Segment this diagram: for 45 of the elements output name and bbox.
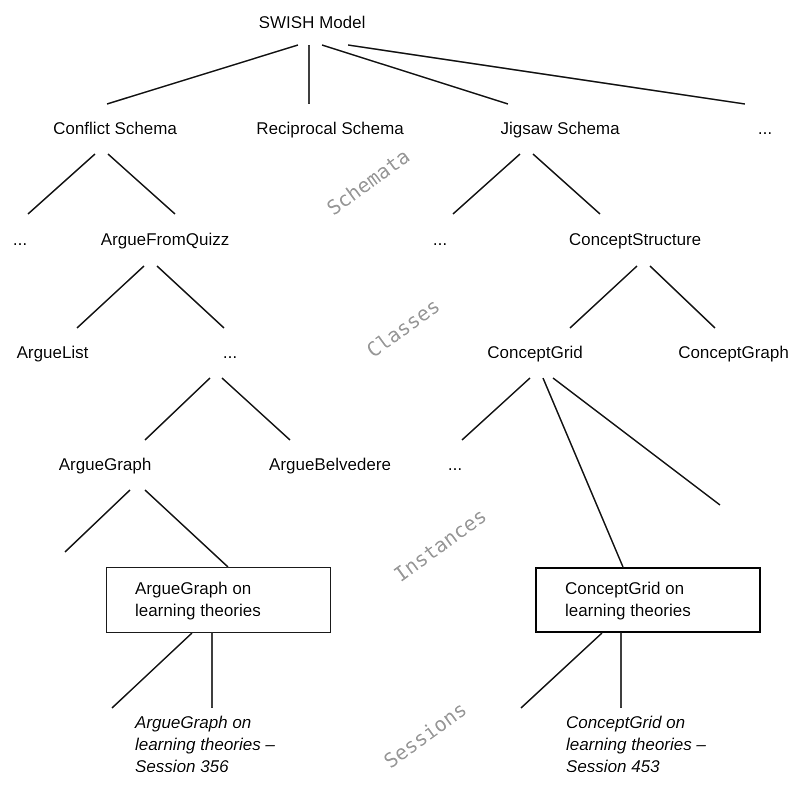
tree-line xyxy=(620,633,622,708)
node-label: ConceptGrid xyxy=(487,343,583,363)
tree-line xyxy=(111,632,193,709)
tree-line xyxy=(107,153,176,215)
tree-line xyxy=(76,265,145,329)
tree-line xyxy=(461,377,531,441)
tree-line xyxy=(452,153,521,215)
tree-line xyxy=(144,489,229,568)
node-label: ... xyxy=(448,455,462,475)
session-label: ArgueGraph on learning theories – Session 356 xyxy=(135,712,276,778)
instance-box xyxy=(106,567,331,633)
tree-line xyxy=(156,265,225,329)
node-label: ArgueBelvedere xyxy=(269,455,391,475)
node-label: ConceptGraph xyxy=(678,343,789,363)
tree-line xyxy=(106,44,298,105)
tree-line xyxy=(322,44,508,105)
node-label: ... xyxy=(222,343,238,363)
node-label: SWISH Model xyxy=(258,12,366,32)
instance-box xyxy=(535,567,761,633)
tree-line xyxy=(520,632,603,709)
tree-line xyxy=(348,44,746,105)
tree-line xyxy=(27,153,96,215)
node-label: ArgueGraph xyxy=(58,455,152,475)
tree-line xyxy=(211,633,213,708)
node-label: ConceptStructure xyxy=(568,230,702,250)
node-label: ... xyxy=(432,230,448,250)
node-label: ArgueGraph on learning theories xyxy=(135,578,262,622)
node-label: ... xyxy=(12,230,28,250)
tree-line xyxy=(144,377,211,441)
node-label: Conflict Schema xyxy=(53,119,177,139)
tree-line xyxy=(64,489,131,553)
tree-line xyxy=(649,265,716,329)
tree-line xyxy=(221,377,291,441)
node-label: Jigsaw Schema xyxy=(500,119,620,139)
node-label: ArgueList xyxy=(16,343,88,363)
tree-line xyxy=(542,378,624,568)
tree-line xyxy=(308,45,310,104)
tree-line xyxy=(552,377,720,506)
session-label: ConceptGrid on learning theories – Session 453 xyxy=(566,712,707,778)
node-label: Reciprocal Schema xyxy=(256,119,404,139)
node-label: ConceptGrid on learning theories xyxy=(565,578,692,622)
tree-line xyxy=(532,153,601,215)
node-label: ArgueFromQuizz xyxy=(100,230,230,250)
node-label: ... xyxy=(758,119,772,139)
tree-line xyxy=(569,265,638,329)
